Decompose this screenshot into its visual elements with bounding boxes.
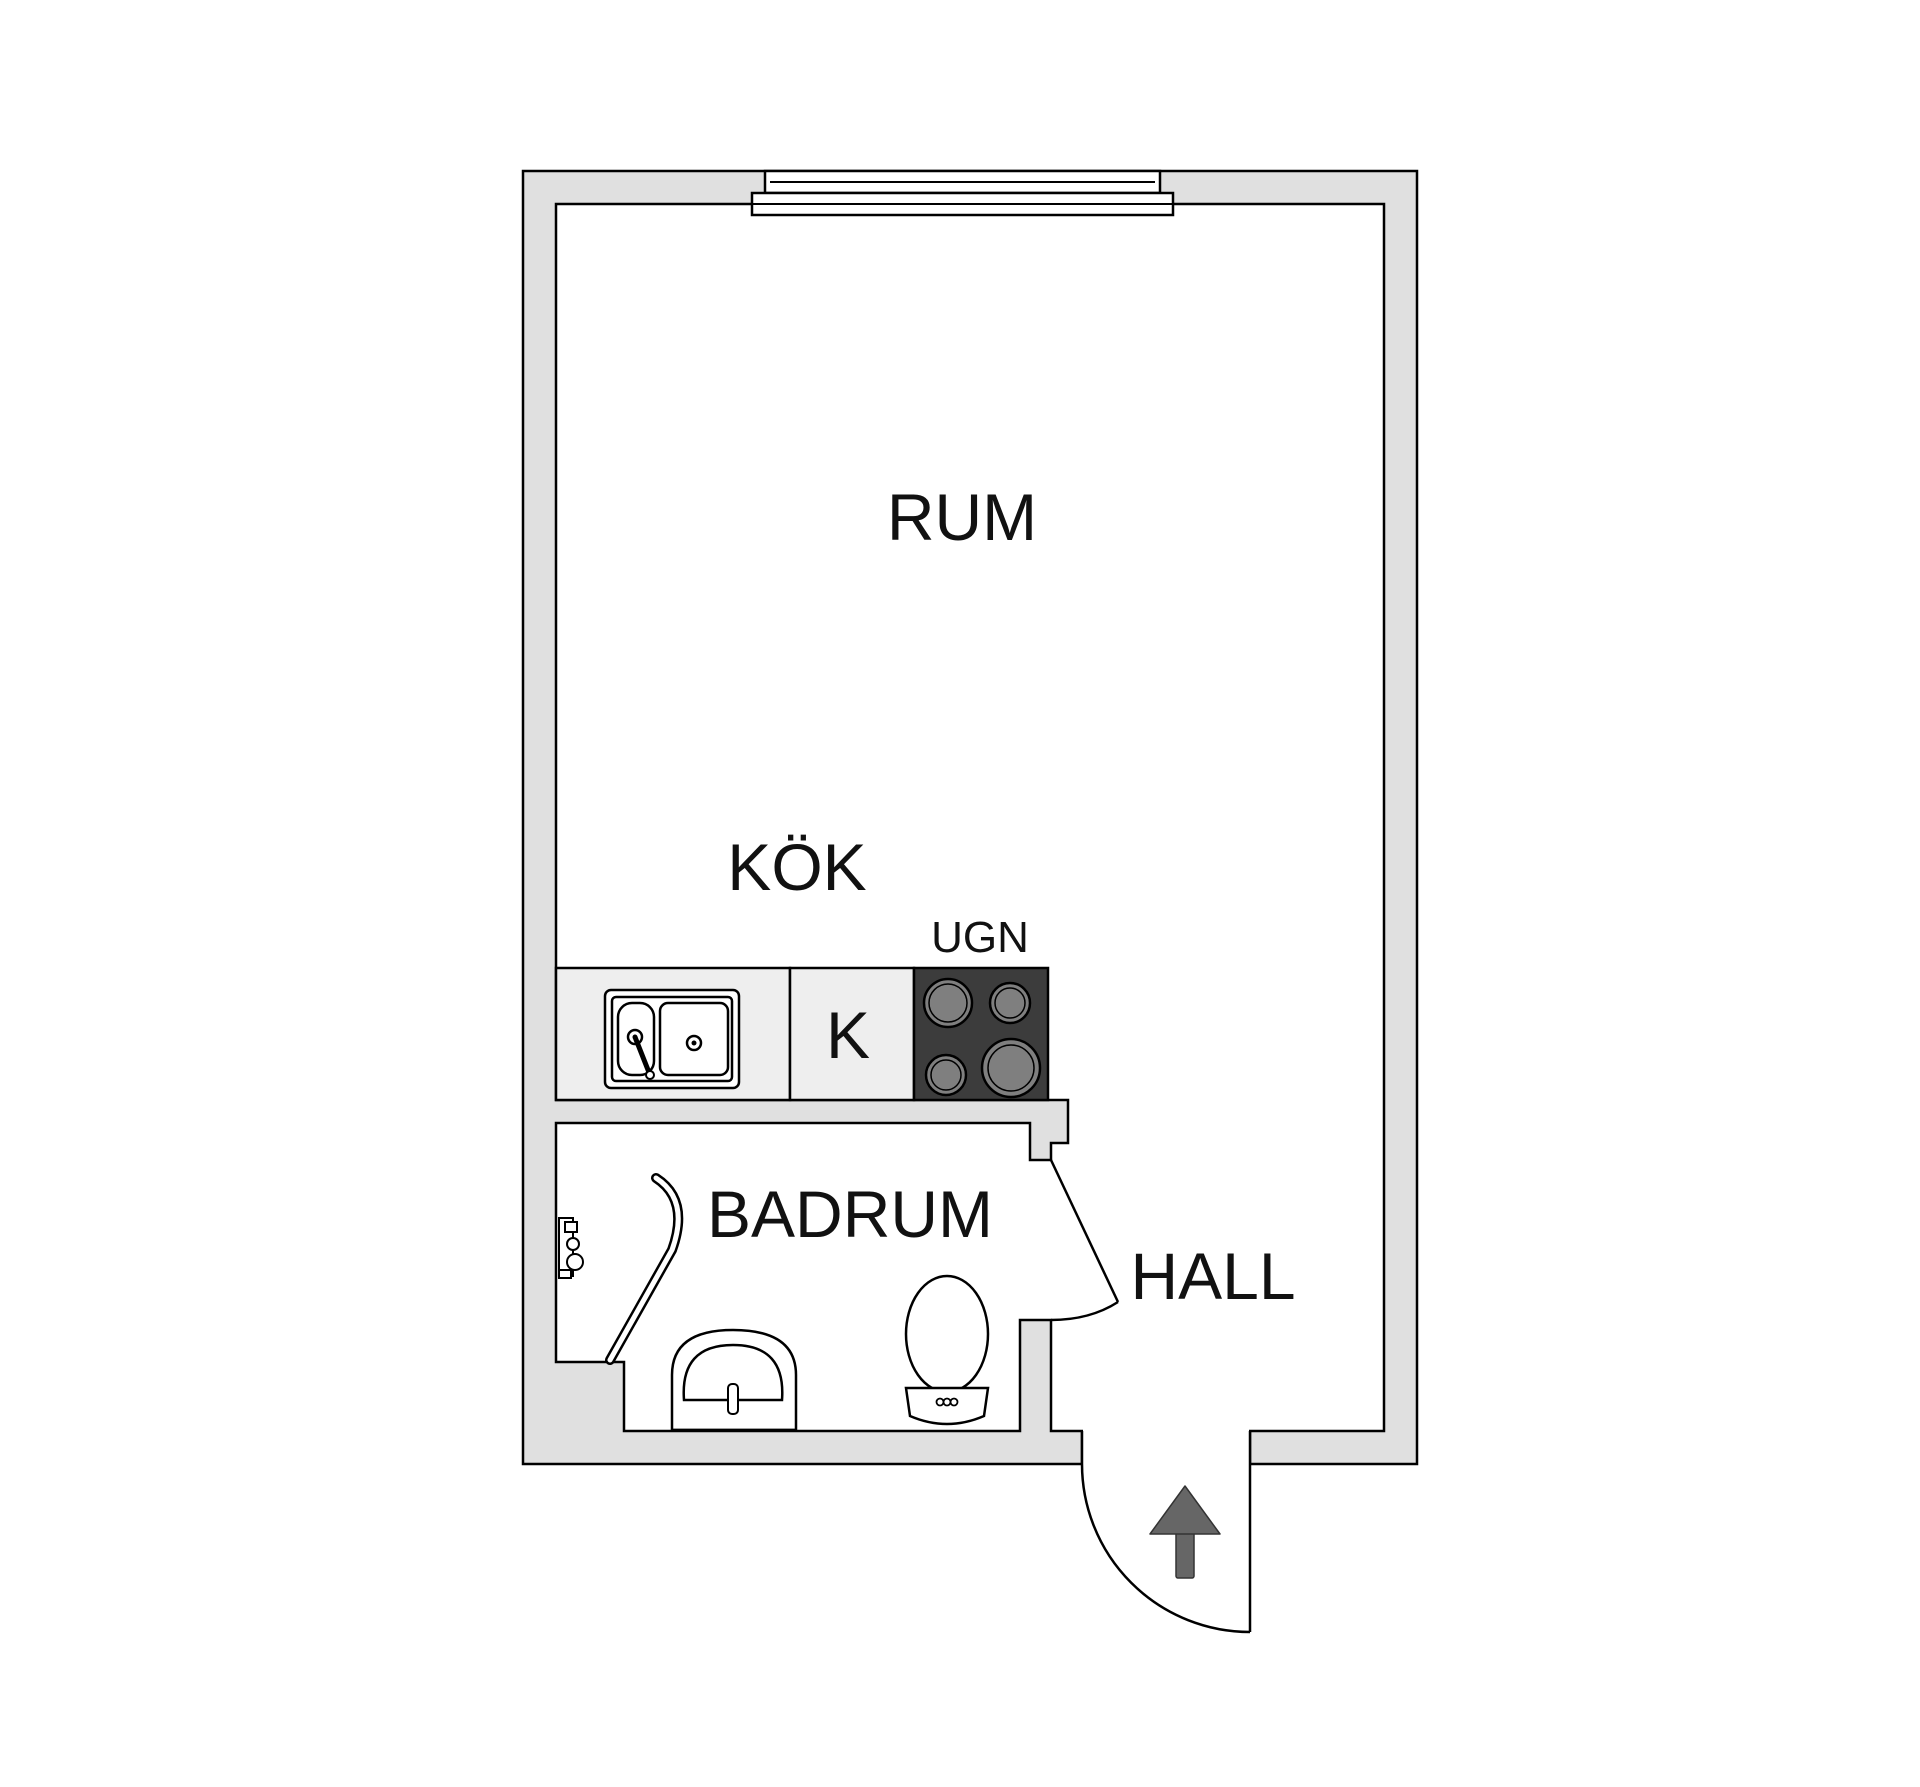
- kitchen-sink-icon: [603, 988, 741, 1090]
- bathroom-door: [1049, 1159, 1120, 1322]
- fixture-label-ugn: UGN: [931, 913, 1029, 962]
- shower-screen-icon: [605, 1173, 684, 1365]
- burner: [988, 981, 1032, 1025]
- entrance-door: [1080, 1463, 1252, 1634]
- burner: [980, 1037, 1042, 1099]
- washbasin-icon: [670, 1328, 798, 1432]
- window: [750, 169, 1175, 217]
- toilet-icon: [904, 1274, 990, 1426]
- walls: [521, 169, 1419, 1466]
- room-label-rum: RUM: [887, 480, 1037, 554]
- burner: [922, 977, 974, 1029]
- shower-tap-icon: [558, 1217, 584, 1279]
- room-label-kok: KÖK: [727, 830, 866, 904]
- entrance-arrow-icon: [1149, 1485, 1221, 1579]
- burner: [924, 1053, 968, 1097]
- fixture-label-fridge: K: [826, 998, 870, 1072]
- room-label-badrum: BADRUM: [707, 1177, 993, 1251]
- room-label-hall: HALL: [1130, 1239, 1295, 1313]
